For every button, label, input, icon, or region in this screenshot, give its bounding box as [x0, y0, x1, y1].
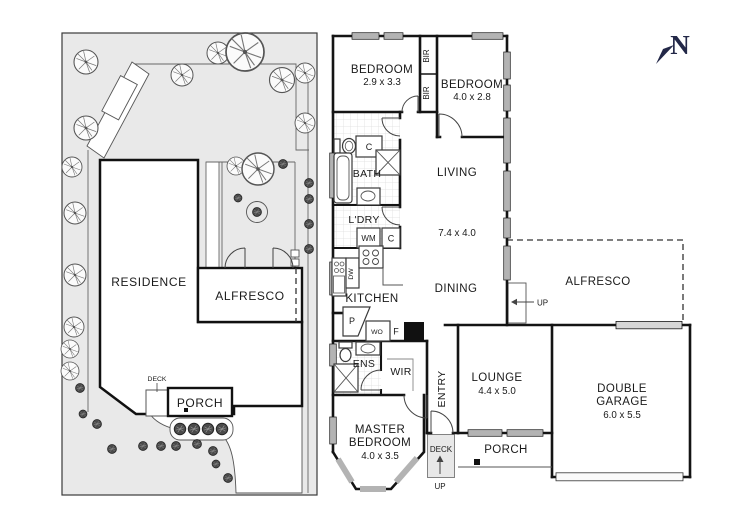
plan-fixtures [331, 135, 552, 474]
laundry-label: L'DRY [348, 214, 379, 226]
bedroom1-label: BEDROOM [351, 64, 413, 76]
kitchen-bench [382, 268, 403, 286]
entry-label: ENTRY [436, 371, 448, 408]
ens-label: ENS [353, 358, 376, 370]
garage-window [615, 320, 683, 330]
site-porch-post [184, 408, 188, 412]
floor-plan: BEDROOM 2.9 x 3.3 BEDROOM 4.0 x 2.8 BIR … [329, 32, 692, 492]
site-crossover [101, 75, 138, 121]
ens-toilet-icon [339, 347, 352, 363]
site-courtyard-path [205, 161, 220, 269]
wir-shelf [387, 358, 414, 391]
porch-post [474, 459, 480, 465]
alfresco-up-arrow [511, 298, 517, 306]
pantry-icon [342, 306, 371, 337]
bathtub-icon [333, 152, 353, 204]
kitchen-label: KITCHEN [345, 293, 398, 305]
basin-icon [360, 190, 376, 202]
site-garden-bed [169, 417, 234, 441]
fridge-icon [404, 322, 424, 341]
laundry-closet [381, 227, 401, 249]
garage-dims: 6.0 x 5.5 [603, 410, 641, 421]
garage-door [555, 472, 684, 482]
north-letter: N [670, 30, 690, 60]
plan-labels: BEDROOM 2.9 x 3.3 BEDROOM 4.0 x 2.8 BIR … [345, 49, 647, 491]
plan-deck-area [427, 434, 455, 478]
site-alfresco-outline [196, 266, 304, 324]
master-label-2: BEDROOM [349, 437, 411, 449]
deck-up-arrow [436, 455, 444, 462]
cooktop-icon [358, 245, 384, 269]
bath-label: BATH [353, 168, 381, 180]
bath-vanity [356, 187, 381, 206]
plan-walls [331, 34, 692, 491]
lounge-label: LOUNGE [472, 372, 523, 384]
ens-toilet-tank [338, 341, 353, 349]
laundry-closet-label: C [388, 234, 395, 244]
ens-basin-icon [360, 343, 376, 354]
plan-windows [329, 32, 684, 492]
bir2-label: BIR [422, 86, 431, 100]
fridge-label: F [393, 327, 399, 337]
dishwasher-icon [345, 257, 360, 289]
site-alfresco-label: ALFRESCO [215, 289, 284, 303]
bedroom2-dims: 4.0 x 2.8 [453, 92, 491, 103]
site-garden-feature [246, 201, 268, 223]
deck-up-label: UP [434, 482, 445, 491]
site-plan: RESIDENCE ALFRESCO PORCH DECK [60, 32, 318, 496]
hall-closet-label: C [366, 142, 373, 152]
living-label: LIVING [437, 167, 477, 179]
wm-label: WM [361, 234, 376, 243]
bedroom1-dims: 2.9 x 3.3 [363, 77, 401, 88]
site-porch-outline [166, 386, 234, 418]
deck-label: DECK [430, 445, 453, 454]
plan-alfresco-outline [507, 239, 684, 325]
site-deck-outline [145, 389, 169, 417]
bedroom2-label: BEDROOM [441, 79, 503, 91]
master-label-1: MASTER [355, 424, 405, 436]
garage-label-1: DOUBLE [597, 383, 647, 395]
porch-label: PORCH [484, 444, 528, 456]
site-porch-label: PORCH [177, 396, 223, 410]
wall-oven-icon [365, 320, 391, 342]
dining-label: DINING [435, 283, 478, 295]
wall-oven-label: WO [371, 329, 383, 336]
master-dims: 4.0 x 3.5 [361, 451, 399, 462]
toilet-tank [333, 138, 341, 154]
alfresco-label: ALFRESCO [565, 276, 630, 288]
bir1-label: BIR [422, 49, 431, 63]
site-residence-label: RESIDENCE [111, 275, 186, 289]
plan-doors [360, 95, 463, 434]
living-dims: 7.4 x 4.0 [438, 228, 476, 239]
north-indicator: N [656, 30, 690, 64]
wir-label: WIR [390, 366, 411, 378]
alfresco-up-label: UP [537, 299, 548, 308]
dw-label: DW [348, 268, 355, 280]
pantry-label: P [349, 316, 355, 326]
site-deck-label: DECK [148, 376, 167, 383]
toilet-icon [341, 137, 357, 155]
lounge-dims: 4.4 x 5.0 [478, 386, 516, 397]
ens-vanity [355, 341, 381, 356]
north-arrow-icon [656, 45, 674, 64]
garage-label-2: GARAGE [596, 396, 648, 408]
